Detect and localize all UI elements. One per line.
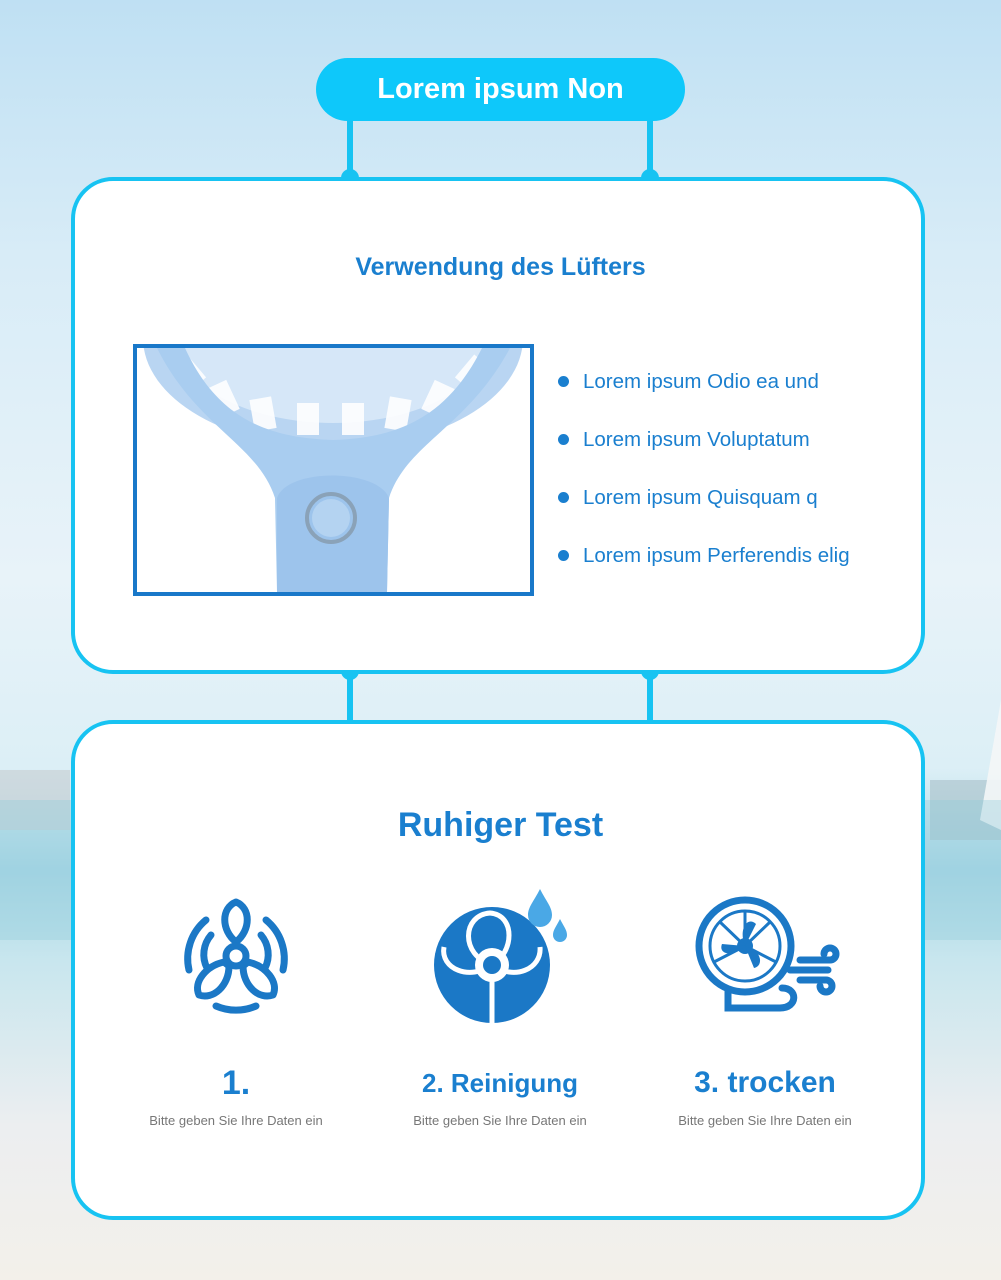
step-description: Bitte geben Sie Ihre Daten ein: [413, 1113, 587, 1128]
handheld-fan-image: [137, 348, 530, 592]
step-card: 3. trocken Bitte geben Sie Ihre Daten ei…: [635, 880, 895, 1128]
step-description: Bitte geben Sie Ihre Daten ein: [149, 1113, 323, 1128]
fan-blades-icon: [184, 898, 288, 1014]
step-description: Bitte geben Sie Ihre Daten ein: [678, 1113, 852, 1128]
desk-fan-wind-icon: [695, 896, 840, 1012]
list-item: Lorem ipsum Odio ea und: [558, 370, 850, 428]
fan-photo: [133, 344, 534, 596]
usage-bullet-list: Lorem ipsum Odio ea und Lorem ipsum Volu…: [558, 370, 850, 602]
connector-line: [347, 118, 353, 178]
connector-line: [647, 118, 653, 178]
usage-title: Verwendung des Lüfters: [355, 253, 646, 281]
step-title: 3. trocken: [694, 1066, 836, 1099]
list-item: Lorem ipsum Perferendis elig: [558, 544, 850, 602]
step-title: 2. Reinigung: [422, 1068, 578, 1098]
test-title: Ruhiger Test: [397, 806, 604, 844]
list-item: Lorem ipsum Quisquam q: [558, 486, 850, 544]
header-title: Lorem ipsum Non: [316, 58, 685, 121]
step-title: 1.: [221, 1064, 251, 1102]
connector-line: [347, 670, 353, 742]
fan-water-drops-icon: [434, 889, 567, 1023]
step-card: 2. Reinigung Bitte geben Sie Ihre Daten …: [370, 880, 630, 1128]
connector-line: [647, 670, 653, 742]
step-card: 1. Bitte geben Sie Ihre Daten ein: [106, 880, 366, 1128]
list-item: Lorem ipsum Voluptatum: [558, 428, 850, 486]
